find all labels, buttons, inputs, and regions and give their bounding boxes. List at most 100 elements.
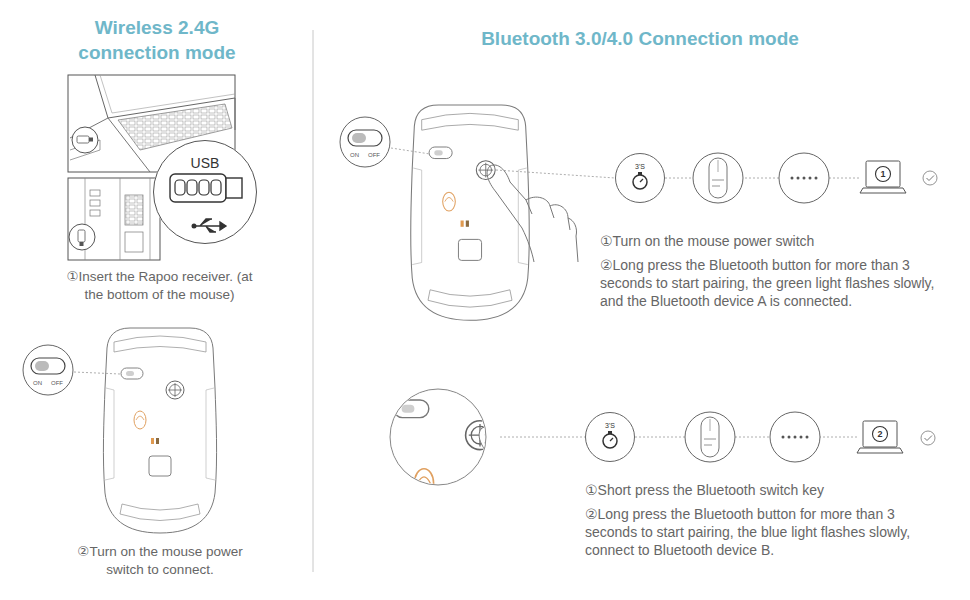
desktop-illustration-part (125, 232, 143, 252)
laptop-illustration (68, 75, 235, 172)
mouse-bottom-bluetooth-part (340, 117, 390, 167)
desktop-illustration-part (69, 224, 95, 250)
flow-icons-row-2-part (925, 436, 933, 441)
receiver-callout-circle: USB (153, 140, 257, 244)
flow-icons-row-2-part (685, 412, 735, 462)
mouse-bottom-left-part (103, 328, 216, 533)
flow-icons-row-1-part (712, 180, 724, 186)
step-text: ①Short press the Bluetooth switch key (585, 481, 930, 499)
desktop-illustration-part (90, 210, 100, 216)
receiver-callout-part (153, 140, 257, 244)
node-outline-part (638, 172, 642, 175)
laptop-icon: 2 (857, 420, 903, 456)
node-outline-part (640, 179, 643, 182)
timer-circle: 3'S (615, 153, 665, 203)
flow-icons-row-1-part (718, 160, 719, 172)
desktop-illustration-part (80, 242, 84, 246)
mouse-bottom-left-part (23, 345, 73, 395)
node-outline (585, 412, 635, 462)
node-outline-part (860, 188, 906, 193)
desktop-illustration-part (90, 190, 100, 196)
node-text: 1 (880, 170, 885, 179)
node-outline-part (857, 448, 903, 453)
node-outline-part (873, 427, 888, 442)
divider-line (313, 30, 314, 572)
mouse-bottom-bluetooth-part (391, 148, 430, 154)
flow-icons-row-1-part (809, 177, 812, 180)
switch-label: ON (350, 152, 364, 158)
desktop-illustration-part (85, 178, 150, 260)
mouse-bottom-left-part (74, 372, 120, 374)
flow-connector (635, 437, 857, 438)
mouse-bottom-bluetooth-part (348, 130, 382, 146)
desktop-illustration-part (125, 195, 143, 225)
node-outline-part (154, 141, 257, 244)
flow-icons-row-1-part (927, 176, 935, 181)
laptop-illustration-part (70, 98, 235, 172)
flow-icons-row-1-part (791, 177, 794, 180)
node-outline-part (863, 421, 897, 447)
step-text: ②Long press the Bluetooth button for mor… (600, 256, 940, 311)
receiver-callout-part (170, 174, 226, 202)
mouse-bottom-bluetooth-part (487, 165, 578, 262)
switch-label: OFF (368, 152, 384, 158)
timer-circle: 3'S (585, 412, 635, 462)
flow-icons-row-2-part (794, 436, 797, 439)
flow-icons-row-2-part (704, 439, 716, 445)
node-outline-part (586, 413, 635, 462)
mouse-zoom-bluetooth (365, 336, 585, 600)
node-outline-part (866, 161, 900, 187)
flow-icons-row-1-part (797, 177, 800, 180)
node-text: 3'S (605, 422, 615, 429)
flow-icons-row-1-part (815, 177, 818, 180)
switch-label: OFF (51, 380, 67, 386)
receiver-callout-part (211, 180, 221, 195)
desktop-illustration (68, 178, 160, 260)
desktop-illustration-part (68, 178, 160, 260)
receiver-callout (153, 140, 257, 244)
section-title: Bluetooth 3.0/4.0 Connection mode (430, 27, 850, 52)
mouse-bottom-left-part (35, 361, 49, 371)
step-text: ①Turn on the mouse power switch (600, 232, 945, 250)
mouse-bottom-bluetooth-part (352, 133, 366, 143)
receiver-callout-part (175, 180, 185, 195)
node-outline-part (633, 175, 647, 189)
desktop-illustration-part (90, 200, 100, 206)
node-outline-part (876, 167, 891, 182)
flow-icons-row-2-part (701, 417, 719, 457)
mouse-zoom-bluetooth-part (365, 336, 546, 600)
flow-icons-row-2-part (921, 431, 935, 445)
mouse-zoom-bluetooth-part (500, 437, 585, 438)
mouse-bottom-left-part (31, 358, 65, 374)
switch-label: ON (33, 380, 47, 386)
laptop-illustration-part (89, 138, 93, 142)
step-text: ②Turn on the mouse power switch to conne… (60, 543, 260, 578)
flow-icons-row-1-part (803, 177, 806, 180)
mouse-zoom-bluetooth-part-part (479, 427, 542, 490)
node-outline-part (616, 154, 665, 203)
mouse-bottom-bluetooth-part (496, 170, 615, 178)
flow-icons-row-1-part (709, 158, 727, 198)
node-text: 2 (877, 430, 882, 439)
section-title: Wireless 2.4G connection mode (62, 16, 252, 65)
flow-icons-row-1-part (693, 153, 743, 203)
step-text: ②Long press the Bluetooth button for mor… (585, 505, 925, 560)
flow-icons-row-2-part (806, 436, 809, 439)
receiver-callout-part (199, 180, 209, 195)
laptop-illustration-part (72, 127, 98, 153)
laptop-illustration-part (68, 75, 235, 172)
node-outline-part (608, 431, 612, 434)
step-text: ①Insert the Rapoo receiver. (at the bott… (57, 268, 262, 303)
flow-icons-row-2-part (782, 436, 785, 439)
flow-icons-row-2-part (710, 419, 711, 431)
node-text: USB (191, 156, 220, 170)
flow-icons-row-2-part (800, 436, 803, 439)
flow-icons-row-1-part (923, 171, 937, 185)
flow-icons-row-2-part (788, 436, 791, 439)
flow-icons-row-2-part (770, 412, 820, 462)
receiver-callout-part (226, 178, 242, 198)
receiver-callout-part (194, 219, 226, 232)
node-text: 3'S (635, 163, 645, 170)
laptop-icon: 1 (860, 160, 906, 196)
